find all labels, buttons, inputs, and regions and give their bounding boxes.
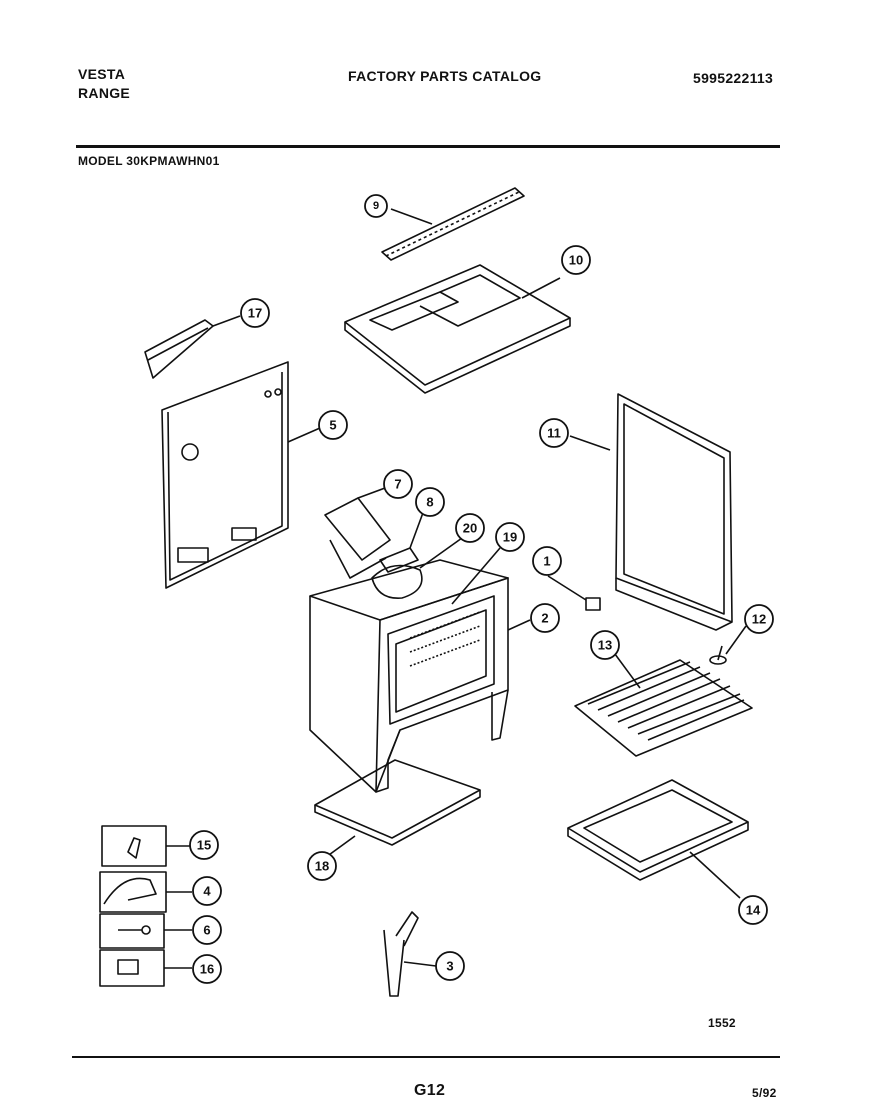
part-2-oven-body xyxy=(309,559,531,793)
callout-12-circle xyxy=(744,604,774,634)
part-16-box xyxy=(99,949,192,987)
page-number: G12 xyxy=(414,1082,446,1099)
callout-8: 8 xyxy=(426,495,433,510)
callout-10: 10 xyxy=(569,253,583,268)
part-13-oven-rack xyxy=(574,649,753,757)
revision-date: 5/92 xyxy=(752,1086,777,1100)
part-4-box xyxy=(99,871,192,913)
callout-5-circle xyxy=(318,410,348,440)
part-9-top-bracket xyxy=(381,187,525,261)
callout-12: 12 xyxy=(752,612,766,627)
model-line: MODEL 30KPMAWHN01 xyxy=(78,154,220,168)
callout-8-circle xyxy=(415,487,445,517)
callout-11: 11 xyxy=(547,426,561,441)
callout-15: 15 xyxy=(197,838,211,853)
callout-16-circle xyxy=(192,954,222,984)
callout-19-circle xyxy=(495,522,525,552)
part-14-broiler-pan xyxy=(567,779,749,899)
part-5-back-panel xyxy=(161,361,321,589)
part-15-box xyxy=(101,825,190,867)
part-1-knob xyxy=(547,575,601,611)
callout-14: 14 xyxy=(746,903,761,918)
part-11-oven-door xyxy=(569,393,733,631)
header-rule xyxy=(76,145,780,148)
part-19-gasket xyxy=(451,547,501,605)
part-6-box xyxy=(99,913,192,949)
callout-17: 17 xyxy=(248,306,262,321)
callout-19: 19 xyxy=(503,530,517,545)
callout-18: 18 xyxy=(315,859,329,874)
catalog-number: 5995222113 xyxy=(693,70,774,86)
callout-20: 20 xyxy=(463,521,477,536)
callout-1-circle xyxy=(532,546,562,576)
part-7-burner-bracket xyxy=(324,487,391,579)
callout-10-circle xyxy=(561,245,591,275)
callout-3: 3 xyxy=(446,959,453,974)
callout-7-circle xyxy=(383,469,413,499)
callout-18-circle xyxy=(307,851,337,881)
callout-20-circle xyxy=(455,513,485,543)
catalog-title: FACTORY PARTS CATALOG xyxy=(348,68,542,84)
callout-4-circle xyxy=(192,876,222,906)
part-17-small-plate xyxy=(144,315,241,379)
part-20-burner xyxy=(371,537,463,599)
callout-14-circle xyxy=(738,895,768,925)
callout-17-circle xyxy=(240,298,270,328)
callout-15-circle xyxy=(189,830,219,860)
callout-9-circle xyxy=(364,194,388,218)
drawing-number: 1552 xyxy=(708,1016,736,1030)
callout-7: 7 xyxy=(394,477,401,492)
part-10-top-panel xyxy=(344,264,571,394)
part-3-clip xyxy=(383,911,437,997)
callout-2: 2 xyxy=(541,611,548,626)
callout-16: 16 xyxy=(200,962,214,977)
callout-13: 13 xyxy=(598,638,612,653)
callout-6: 6 xyxy=(203,923,210,938)
part-8-igniter xyxy=(379,509,425,573)
part-12-leveler xyxy=(709,625,747,665)
callout-9: 9 xyxy=(373,200,379,212)
callout-4: 4 xyxy=(203,884,211,899)
callout-11-circle xyxy=(539,418,569,448)
footer-rule xyxy=(72,1056,780,1058)
callout-2-circle xyxy=(530,603,560,633)
brand-label: VESTA xyxy=(78,66,126,82)
callout-6-circle xyxy=(192,915,222,945)
part-18-bottom-panel xyxy=(314,759,481,861)
product-label: RANGE xyxy=(78,85,131,101)
callout-3-circle xyxy=(435,951,465,981)
callout-1: 1 xyxy=(543,554,550,569)
callout-5: 5 xyxy=(329,418,336,433)
callout-13-circle xyxy=(590,630,620,660)
